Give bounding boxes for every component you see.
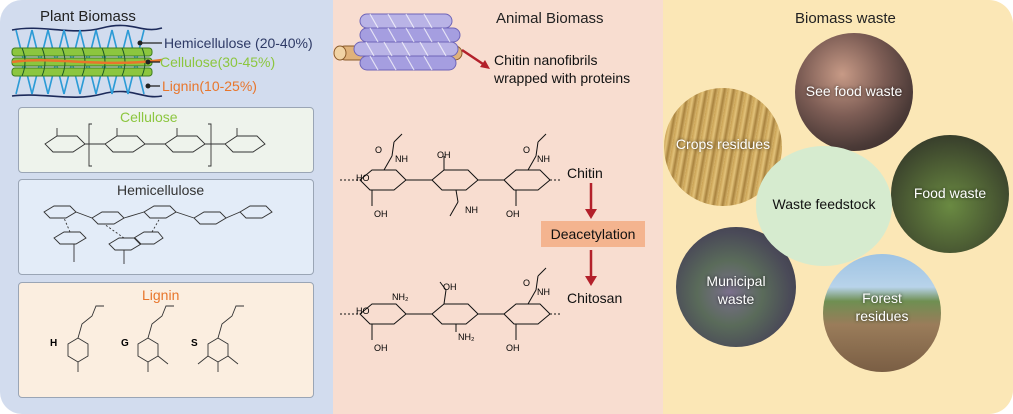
- forest-residues-photo: Forest residues: [823, 254, 941, 372]
- plant-cell-wall-illustration: [11, 24, 163, 99]
- forest-residues-label-1: Forest: [862, 290, 902, 306]
- deacetylation-process-box: Deacetylation: [541, 221, 645, 247]
- chitosan-structure-drawing: [340, 267, 562, 340]
- chitosan-atom-nh2-2: NH₂: [458, 332, 475, 342]
- hemicellulose-box-title: Hemicellulose: [117, 182, 205, 198]
- lignin-unit-s: S: [191, 338, 198, 349]
- hemicellulose-percent-label: Hemicellulose (20-40%): [164, 35, 313, 51]
- deacetylation-arrow-down-2: [585, 250, 597, 286]
- chitin-atom-o2: O: [523, 145, 531, 155]
- municipal-waste-label-1: Municipal: [706, 273, 766, 289]
- chitin-atom-o1: O: [375, 145, 383, 155]
- lignin-monomers-drawing: [67, 305, 244, 372]
- hemicellulose-structure-box: [18, 179, 314, 275]
- chitin-atom-oh2: OH: [437, 150, 451, 160]
- forest-residues-label-2: residues: [855, 308, 909, 324]
- component-leader-lines: [137, 40, 162, 89]
- chitin-atom-nh2: NH: [465, 205, 478, 215]
- lignin-unit-h: H: [50, 338, 58, 349]
- lignin-box-title: Lignin: [142, 287, 180, 303]
- waste-feedstock-center: Waste feedstock: [756, 146, 892, 266]
- chitosan-atom-o: O: [523, 278, 531, 288]
- food-waste-label: Food waste: [913, 185, 987, 201]
- lignin-unit-g: G: [121, 338, 129, 349]
- seafood-waste-label: See food waste: [805, 83, 903, 99]
- chitosan-atom-ho: HO: [356, 306, 370, 316]
- chitosan-label: Chitosan: [567, 290, 623, 306]
- chitosan-atom-oh3: OH: [506, 343, 520, 353]
- cellulose-structure-box: [18, 107, 314, 173]
- biomass-waste-title: Biomass waste: [795, 10, 896, 27]
- chitin-atom-nh1: NH: [395, 154, 408, 164]
- chitin-nanofibril-illustration: [333, 13, 463, 71]
- food-waste-photo: Food waste: [891, 135, 1009, 253]
- cellulose-box-title: Cellulose: [120, 109, 178, 125]
- plant-biomass-title: Plant Biomass: [40, 8, 136, 25]
- nanofibril-label-line2: wrapped with proteins: [494, 70, 631, 86]
- hemicellulose-structure-drawing: [43, 205, 273, 264]
- animal-biomass-title: Animal Biomass: [496, 10, 604, 27]
- chitosan-atom-oh2: OH: [374, 343, 388, 353]
- lignin-percent-label: Lignin(10-25%): [162, 78, 257, 94]
- cellulose-percent-label: Cellulose(30-45%): [160, 54, 276, 70]
- nanofibril-label-line1: Chitin nanofibrils: [494, 52, 598, 68]
- cellulose-structure-drawing: [44, 123, 266, 167]
- chitosan-atom-nh2-1: NH₂: [392, 292, 409, 302]
- chitosan-atom-nh: NH: [537, 287, 550, 297]
- municipal-waste-label-2: waste: [717, 291, 755, 307]
- chitosan-atom-oh1: OH: [443, 282, 457, 292]
- chitin-atom-oh1: OH: [374, 209, 388, 219]
- seafood-waste-photo: See food waste: [795, 33, 913, 151]
- deacetylation-arrow-down-1: [585, 183, 597, 219]
- chitin-atom-ho: HO: [356, 173, 370, 183]
- chitin-atom-nh3: NH: [537, 154, 550, 164]
- chitin-structure-drawing: [340, 133, 562, 217]
- chitin-label: Chitin: [567, 165, 603, 181]
- chitin-atom-oh3: OH: [506, 209, 520, 219]
- nanofibril-arrow: [461, 48, 490, 69]
- lignin-structure-box: [18, 282, 314, 398]
- crops-residues-label: Crops residues: [675, 136, 771, 152]
- waste-feedstock-label: Waste feedstock: [772, 196, 876, 212]
